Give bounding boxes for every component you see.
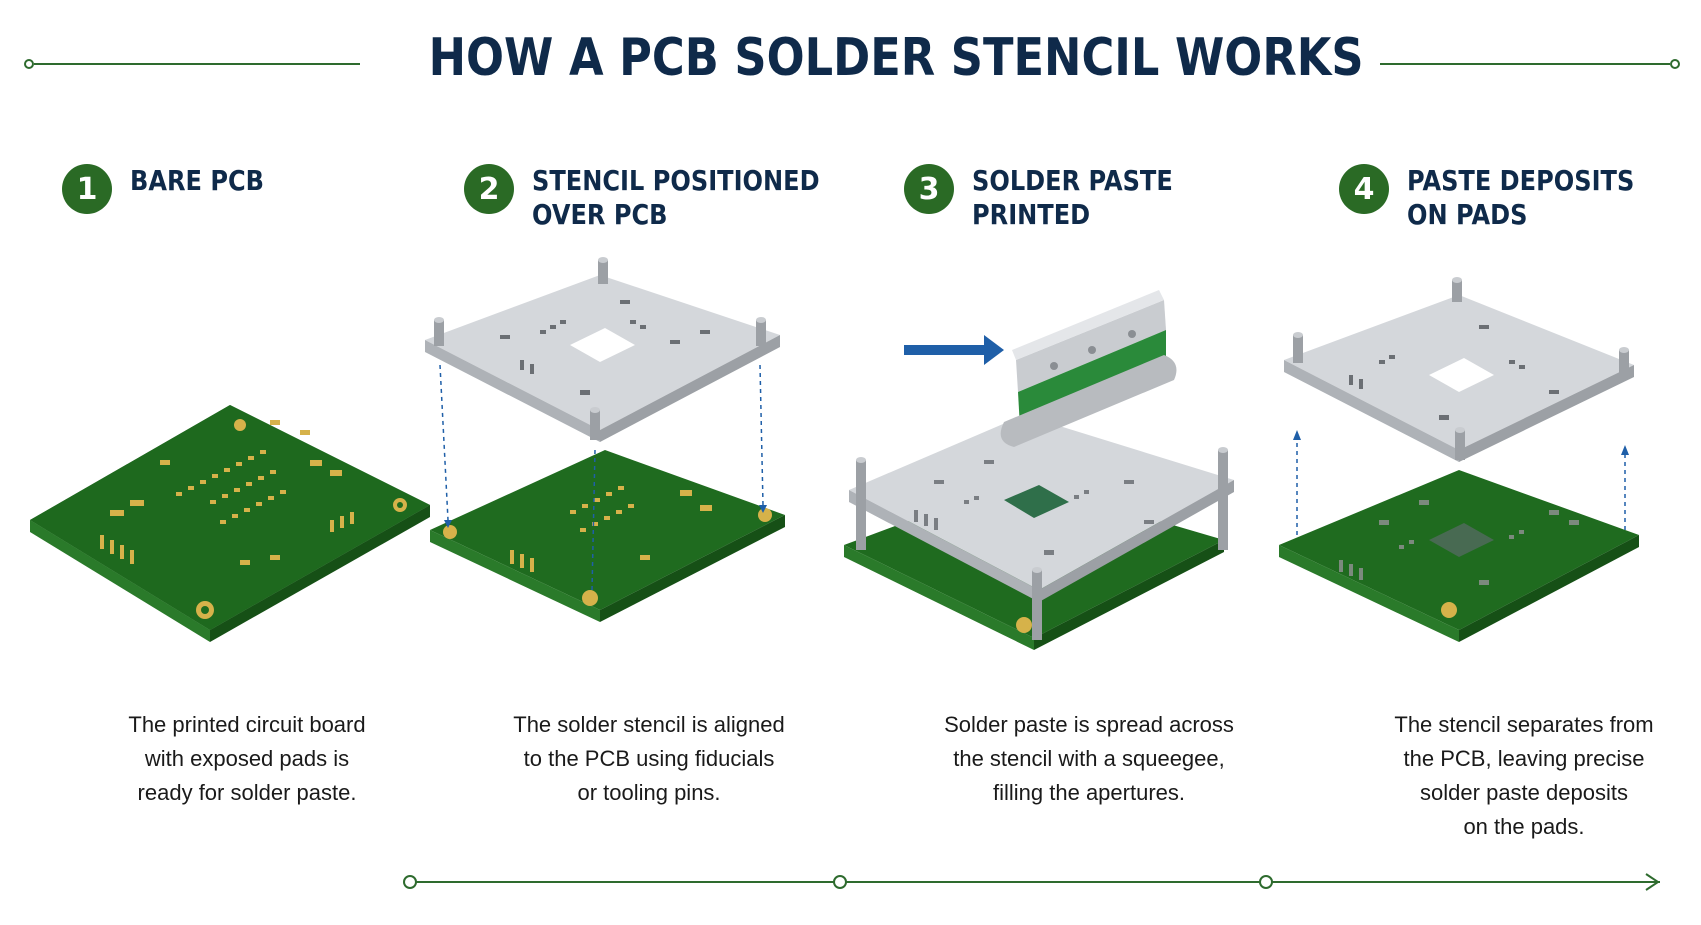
stencil-over-pcb-icon [425,257,785,622]
step-description: The solder stencil is aligned to the PCB… [454,708,844,810]
process-timeline [403,873,1660,891]
timeline-node [1259,875,1273,889]
step-description-line: ready for solder paste. [137,780,357,805]
stencil-lift-icon [1279,277,1639,642]
step-description-line: or tooling pins. [577,780,721,805]
step-1: 1 BARE PCB [30,160,482,860]
title-rule-left-dot [24,59,34,69]
timeline-node [403,875,417,889]
timeline-node [833,875,847,889]
step-title: STENCIL POSITIONED OVER PCB [532,164,824,232]
step-number-badge: 1 [62,164,112,214]
bare-pcb-icon [30,405,430,642]
step-description-line: the stencil with a squeegee, [953,746,1225,771]
step-number-badge: 3 [904,164,954,214]
step-description-line: filling the apertures. [993,780,1185,805]
step-description: The stencil separates from the PCB, leav… [1329,708,1701,844]
step-title-line: OVER PCB [532,198,668,231]
squeegee-print-icon [844,290,1234,650]
step-description-line: solder paste deposits [1420,780,1628,805]
title-rule-right [1380,63,1670,65]
step-title-line: BARE PCB [130,164,265,197]
step-title: PASTE DEPOSITS ON PADS [1407,164,1699,232]
step-3: 3 SOLDER PASTE PRINTED [844,160,1324,860]
step-title: SOLDER PASTE PRINTED [972,164,1264,232]
step-description-line: The stencil separates from [1394,712,1654,737]
step-description-line: the PCB, leaving precise [1403,746,1645,771]
step-description-line: The solder stencil is aligned [513,712,785,737]
page-title: HOW A PCB SOLDER STENCIL WORKS [428,28,1364,88]
step-title-line: STENCIL POSITIONED [532,164,820,197]
step-title-line: ON PADS [1407,198,1528,231]
step-description-line: The printed circuit board [128,712,366,737]
step-title: BARE PCB [130,164,422,198]
step-description-line: Solder paste is spread across [944,712,1234,737]
step-title-line: PASTE DEPOSITS [1407,164,1635,197]
step-2: 2 STENCIL POSITIONED OVER PCB [425,160,884,860]
step-title-line: SOLDER PASTE [972,164,1173,197]
title-rule-left [34,63,360,65]
step-number-badge: 4 [1339,164,1389,214]
title-rule-right-dot [1670,59,1680,69]
step-description-line: to the PCB using fiducials [523,746,775,771]
step-title-line: PRINTED [972,198,1091,231]
timeline-arrowhead [1645,873,1660,891]
step-description: Solder paste is spread across the stenci… [894,708,1284,810]
step-number-badge: 2 [464,164,514,214]
step-description: The printed circuit board with exposed p… [52,708,442,810]
step-description-line: on the pads. [1463,814,1585,839]
step-4: 4 PASTE DEPOSITS ON PADS [1279,160,1701,860]
step-description-line: with exposed pads is [144,746,350,771]
